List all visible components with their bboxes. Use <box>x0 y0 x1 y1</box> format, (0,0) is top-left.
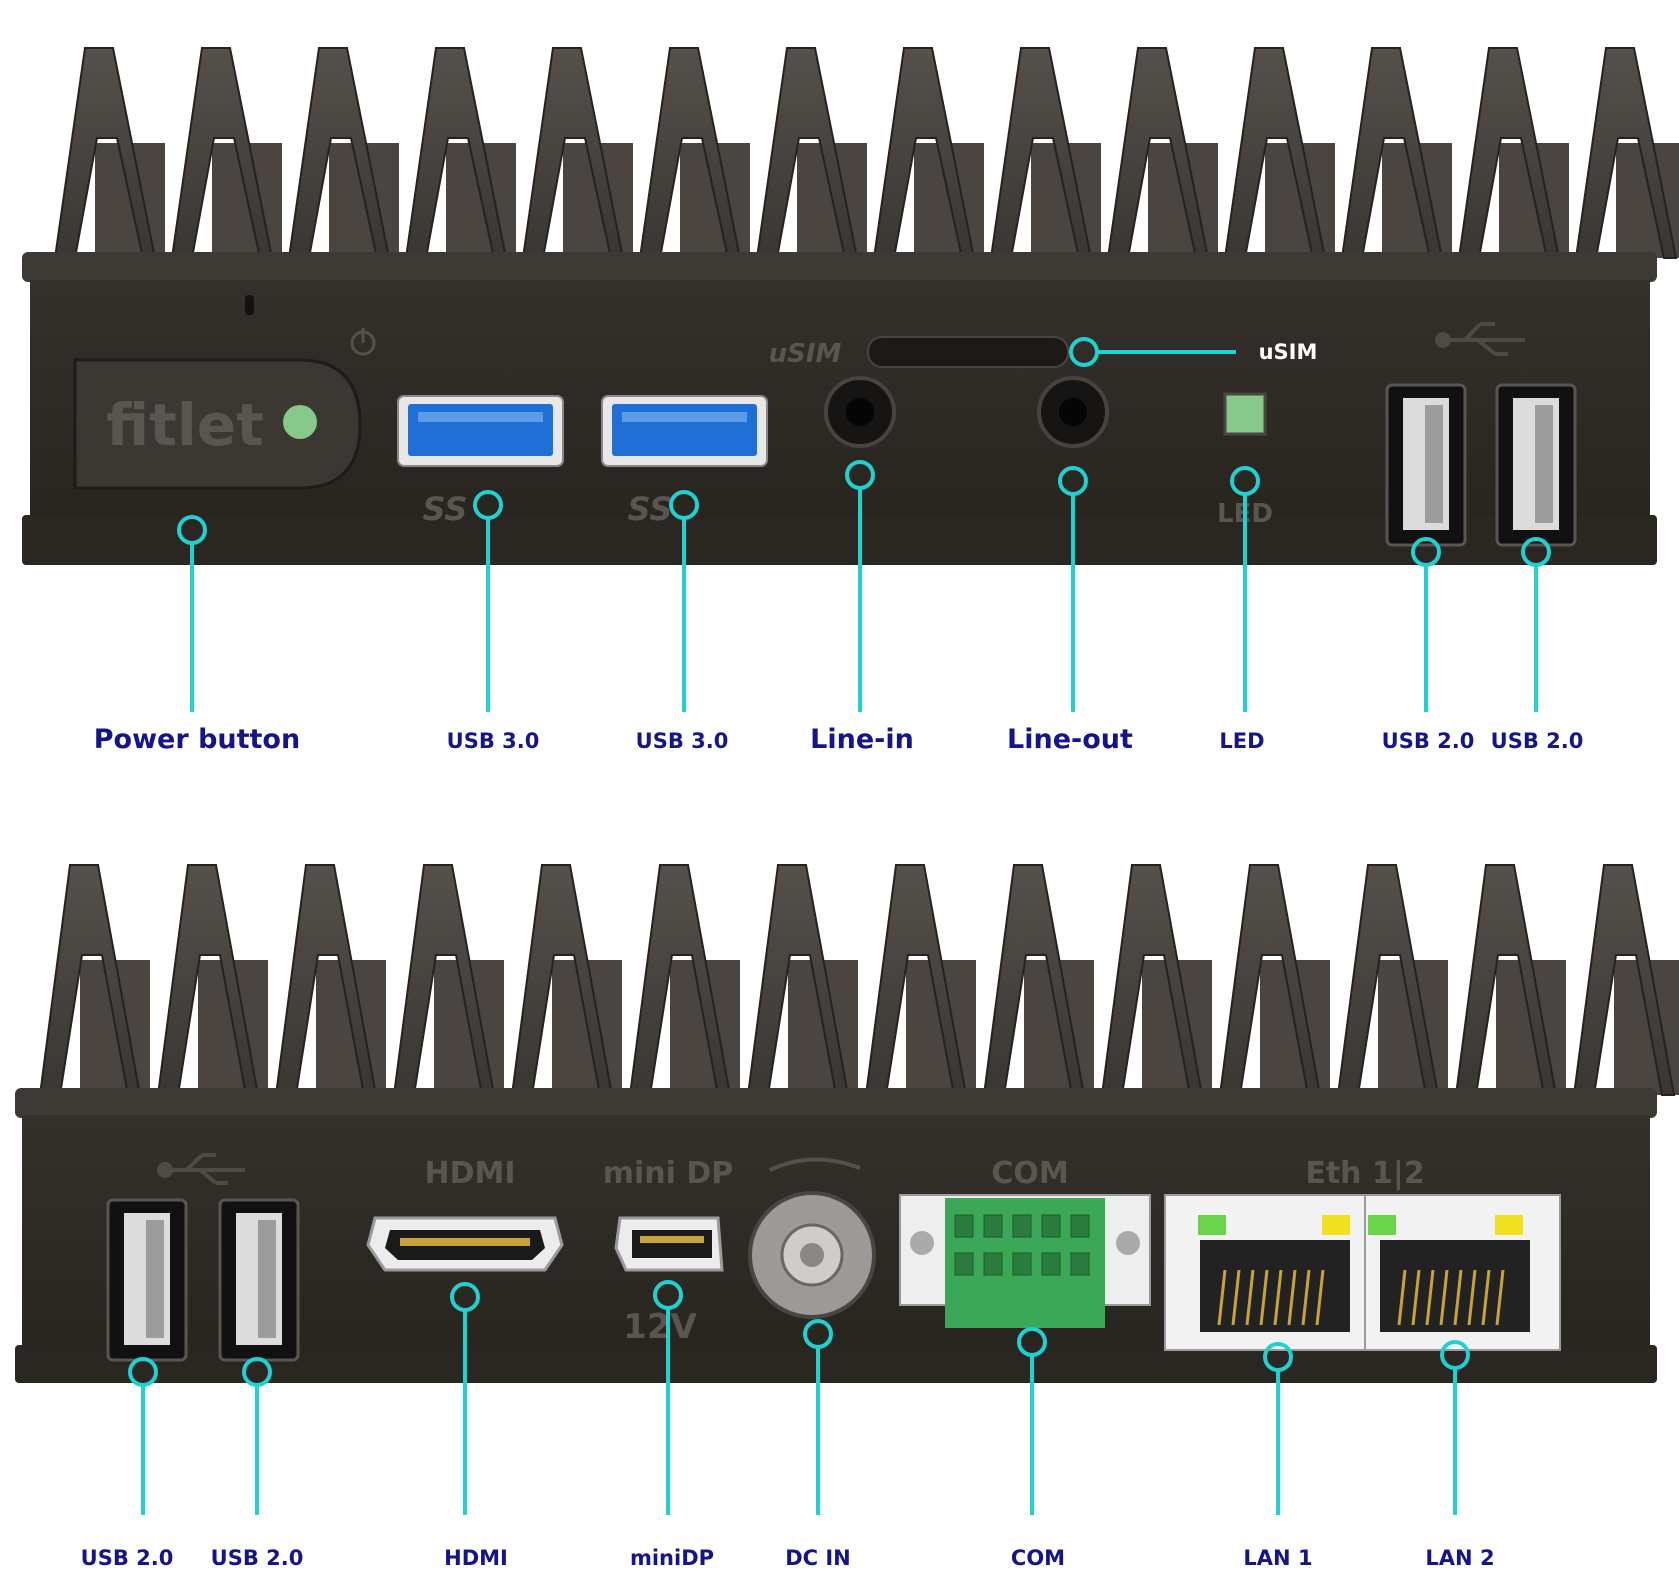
label-power-button: Power button <box>94 724 300 755</box>
label-usb3-2: USB 3.0 <box>636 729 729 753</box>
lan1-port[interactable] <box>1164 1194 1366 1351</box>
hdmi-port[interactable] <box>366 1216 564 1272</box>
hdmi-panel-text: HDMI <box>424 1156 515 1191</box>
label-usb3-1: USB 3.0 <box>447 729 540 753</box>
usb2-port-front-2[interactable] <box>1495 383 1577 547</box>
back-base <box>15 1345 1657 1383</box>
usb3-port-2[interactable] <box>601 395 768 467</box>
front-base <box>22 515 1657 565</box>
lan-pin <box>1231 1269 1241 1326</box>
usb2-port-back-1[interactable] <box>106 1198 188 1362</box>
power-led-icon <box>283 405 317 439</box>
label-dc-in: DC IN <box>785 1546 851 1570</box>
back-callouts <box>128 1280 1470 1515</box>
front-labels: Power button USB 3.0 USB 3.0 Line-in Lin… <box>94 724 1584 755</box>
usb3-port-1[interactable] <box>397 395 564 467</box>
usb2-port-back-2[interactable] <box>218 1198 300 1362</box>
voltage-panel-text: 12V <box>623 1307 697 1347</box>
back-device: HDMI mini DP 12V COM <box>15 864 1679 1383</box>
com-pin <box>1041 1214 1061 1238</box>
lan-pin <box>1411 1269 1421 1326</box>
usim-callout-label: uSIM <box>1259 340 1318 364</box>
ss-mark-1: SS <box>423 490 468 528</box>
status-led <box>1223 392 1267 436</box>
usim-panel-text: uSIM <box>769 339 842 369</box>
label-line-in: Line-in <box>810 724 914 755</box>
label-usb2-back-1: USB 2.0 <box>81 1546 174 1570</box>
lan-pin <box>1397 1269 1407 1326</box>
com-pin <box>954 1214 974 1238</box>
lan-pin <box>1439 1269 1449 1326</box>
label-com: COM <box>1011 1546 1065 1570</box>
line-out-jack[interactable] <box>1037 376 1109 448</box>
lan-pin <box>1217 1269 1227 1326</box>
heatsink-fin <box>1572 864 1676 1096</box>
usim-slot[interactable] <box>867 336 1069 368</box>
front-heatsink-fins <box>53 47 1679 259</box>
lan-pin <box>1481 1269 1491 1326</box>
com-pin <box>954 1252 974 1276</box>
com-pin <box>983 1252 1003 1276</box>
back-heatsink-fins <box>38 864 1679 1096</box>
com-pin <box>1012 1252 1032 1276</box>
label-lan2: LAN 2 <box>1425 1546 1494 1570</box>
dc-in-jack[interactable] <box>748 1191 876 1319</box>
lan-pin <box>1315 1269 1325 1326</box>
lan-pin <box>1259 1269 1269 1326</box>
label-usb2-back-2: USB 2.0 <box>211 1546 304 1570</box>
label-minidp: miniDP <box>630 1546 714 1570</box>
minidp-panel-text: mini DP <box>603 1156 734 1191</box>
lan-pin <box>1453 1269 1463 1326</box>
ss-mark-2: SS <box>628 490 673 528</box>
com-terminal-block[interactable] <box>899 1194 1151 1328</box>
lan2-port[interactable] <box>1364 1194 1561 1351</box>
com-pin <box>1041 1252 1061 1276</box>
usb-symbol-icon-back <box>157 1153 245 1185</box>
minidp-port[interactable] <box>614 1216 724 1272</box>
usb-symbol-icon <box>1435 322 1525 356</box>
label-line-out: Line-out <box>1007 724 1133 755</box>
com-panel-text: COM <box>991 1156 1068 1191</box>
front-callouts: uSIM <box>177 337 1551 712</box>
back-top-ridge <box>15 1088 1657 1118</box>
lan-pin <box>1245 1269 1255 1326</box>
reset-hole-icon <box>245 295 254 315</box>
com-pin <box>1012 1214 1032 1238</box>
heatsink-fin <box>1574 47 1678 259</box>
line-in-jack[interactable] <box>824 376 896 448</box>
fitlet-logo: fitlet <box>106 391 264 459</box>
lan-pin <box>1301 1269 1311 1326</box>
eth-panel-text: Eth 1|2 <box>1305 1156 1424 1191</box>
lan-pin <box>1273 1269 1283 1326</box>
back-labels: USB 2.0 USB 2.0 HDMI miniDP DC IN COM LA… <box>81 1546 1495 1570</box>
com-pin <box>1070 1214 1090 1238</box>
lan-pin <box>1287 1269 1297 1326</box>
power-symbol-icon <box>350 328 376 356</box>
label-usb2-front-2: USB 2.0 <box>1491 729 1584 753</box>
label-usb2-front-1: USB 2.0 <box>1382 729 1475 753</box>
com-pin <box>983 1214 1003 1238</box>
power-button[interactable]: fitlet <box>73 358 362 490</box>
label-led: LED <box>1219 729 1264 753</box>
front-top-ridge <box>22 252 1657 282</box>
lan-pin <box>1495 1269 1505 1326</box>
lan-pin <box>1425 1269 1435 1326</box>
usb2-port-front-1[interactable] <box>1385 383 1467 547</box>
label-hdmi: HDMI <box>444 1546 508 1570</box>
dc-lock-arrow-icon <box>769 1157 861 1172</box>
front-device: fitlet SS SS uSIM <box>22 47 1679 565</box>
lan-pin <box>1467 1269 1477 1326</box>
label-lan1: LAN 1 <box>1243 1546 1312 1570</box>
com-pin <box>1070 1252 1090 1276</box>
